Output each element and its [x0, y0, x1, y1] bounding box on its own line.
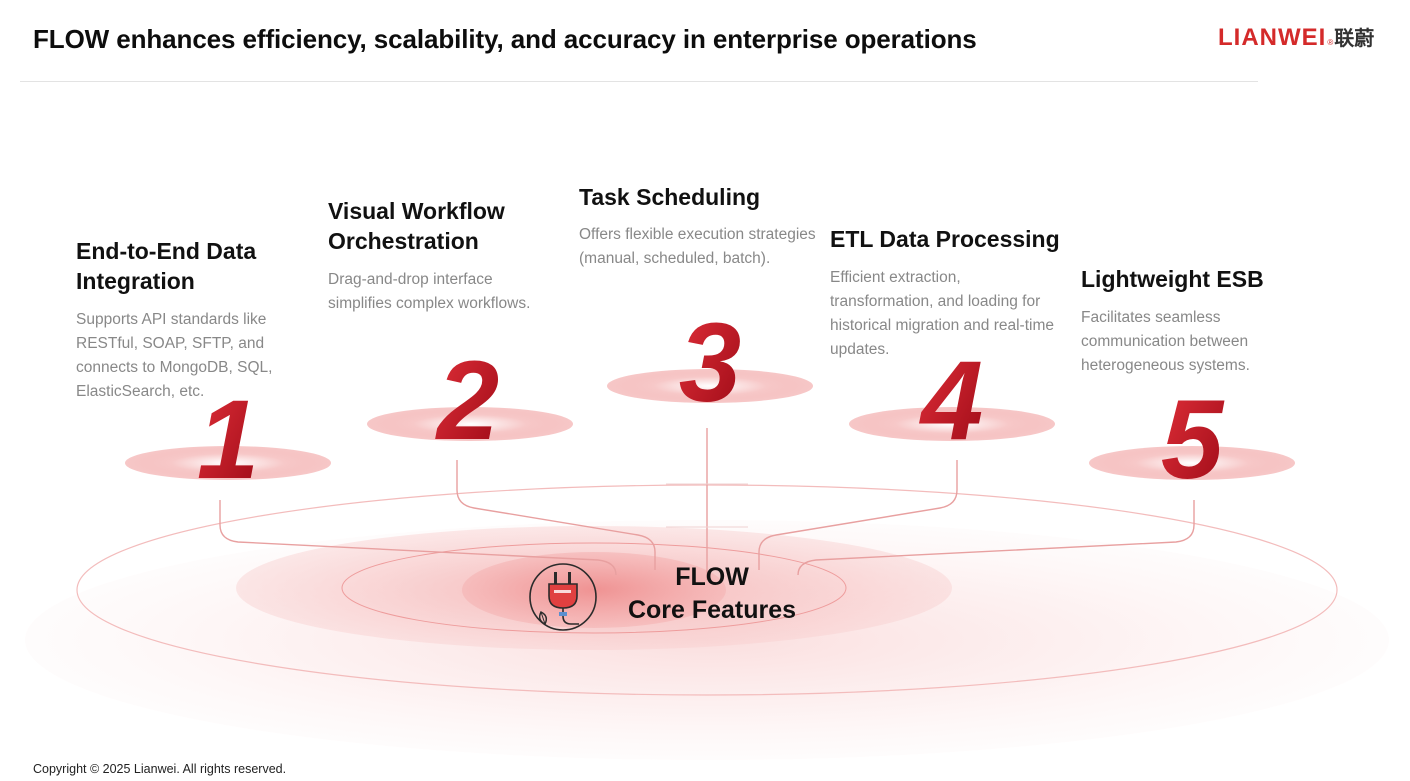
feature-number-1: 1: [197, 377, 259, 502]
connector-2: [456, 460, 656, 570]
mid-ring: [341, 542, 847, 634]
feature-4-title: ETL Data Processing: [830, 226, 1060, 252]
disc-1: [125, 446, 331, 480]
feature-2-title: Visual Workflow Orchestration: [328, 198, 505, 254]
feature-2: Visual Workflow Orchestration Drag-and-d…: [328, 196, 553, 316]
disc-5: [1089, 446, 1295, 480]
feature-5-title: Lightweight ESB: [1081, 266, 1264, 292]
connector-4: [758, 460, 958, 570]
plug-icon: [529, 563, 597, 631]
connector-1: [219, 500, 617, 576]
feature-1: End-to-End Data Integration Supports API…: [76, 236, 301, 404]
inner-ellipse: [462, 552, 726, 628]
feature-3-description: Offers flexible execution strategies (ma…: [579, 226, 816, 267]
feature-number-3: 3: [679, 300, 741, 425]
feature-4: ETL Data Processing Efficient extraction…: [830, 224, 1070, 362]
logo-registered-mark: ®: [1327, 38, 1334, 47]
copyright-text: Copyright © 2025 Lianwei. All rights res…: [33, 762, 287, 776]
company-logo: LIANWEI ® 联蔚: [1218, 22, 1375, 51]
center-label-line1: FLOW: [675, 563, 749, 591]
center-label-line2: Core Features: [627, 596, 797, 624]
feature-2-description: Drag-and-drop interface simplifies compl…: [328, 271, 531, 312]
disc-3: [607, 369, 813, 403]
feature-4-description: Efficient extraction, transformation, an…: [830, 269, 1054, 358]
feature-3: Task Scheduling Offers flexible executio…: [579, 182, 819, 271]
feature-5-description: Facilitates seamless communication betwe…: [1081, 309, 1250, 374]
logo-text: LIANWEI: [1218, 24, 1327, 51]
feature-1-description: Supports API standards like RESTful, SOA…: [76, 311, 273, 400]
center-label: FLOW Core Features: [606, 561, 818, 627]
feature-number-4: 4: [919, 338, 983, 463]
feature-5: Lightweight ESB Facilitates seamless com…: [1081, 264, 1281, 378]
feature-3-title: Task Scheduling: [579, 184, 761, 210]
feature-number-2: 2: [435, 338, 499, 463]
feature-1-title: End-to-End Data Integration: [76, 238, 257, 294]
header-divider: [20, 81, 1258, 82]
feature-number-5: 5: [1161, 377, 1225, 502]
page-title: FLOW enhances efficiency, scalability, a…: [33, 24, 977, 54]
connector-5: [797, 500, 1195, 576]
disc-2: [367, 407, 573, 441]
logo-chinese-text: 联蔚: [1334, 26, 1375, 50]
disc-4: [849, 407, 1055, 441]
